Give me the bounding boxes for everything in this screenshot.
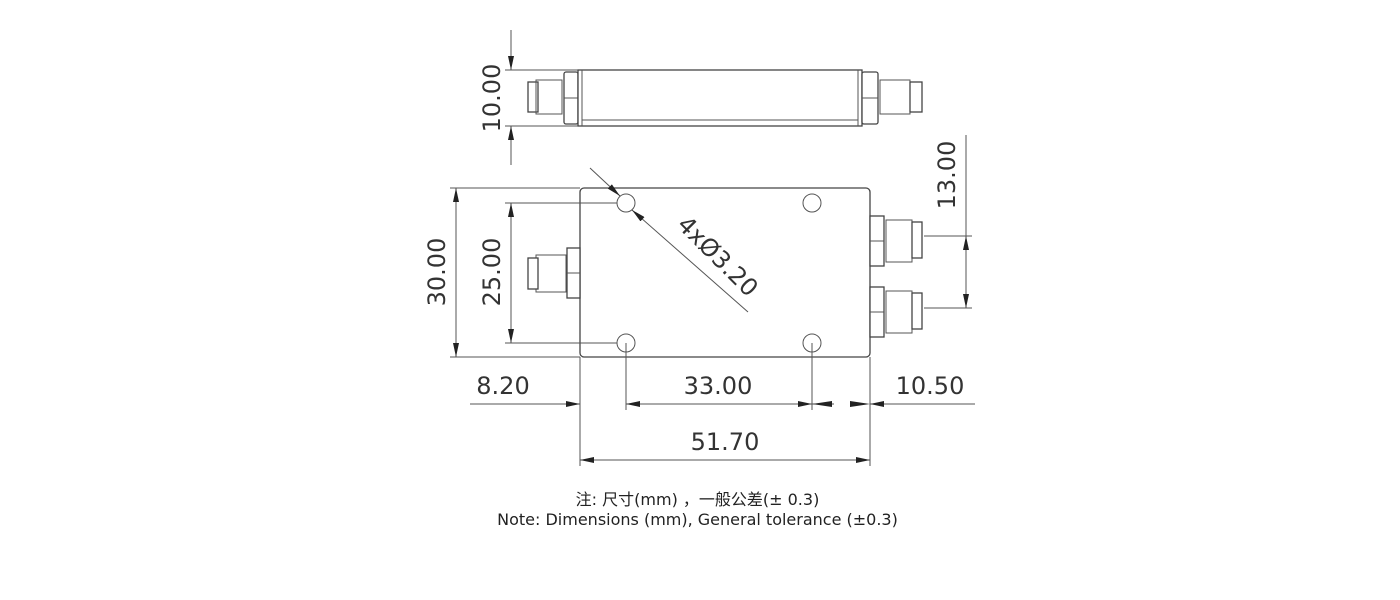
note-english: Note: Dimensions (mm), General tolerance… [497, 510, 898, 529]
dim-hole-vertical: 25.00 [478, 238, 506, 307]
side-view [527, 69, 923, 127]
dim-right-offset: 10.50 [896, 372, 965, 400]
note-chinese: 注: 尺寸(mm) ，一般公差(± 0.3) [575, 490, 820, 509]
dim-side-height: 10.00 [478, 64, 506, 133]
mounting-hole [802, 193, 822, 213]
dim-body-height: 30.00 [423, 238, 451, 307]
plan-view [527, 187, 923, 358]
dim-left-offset: 8.20 [476, 372, 529, 400]
dim-port-spacing: 13.00 [933, 141, 961, 210]
dimension-lines [450, 30, 975, 466]
dim-hole-horizontal: 33.00 [684, 372, 753, 400]
dim-overall-length: 51.70 [691, 428, 760, 456]
